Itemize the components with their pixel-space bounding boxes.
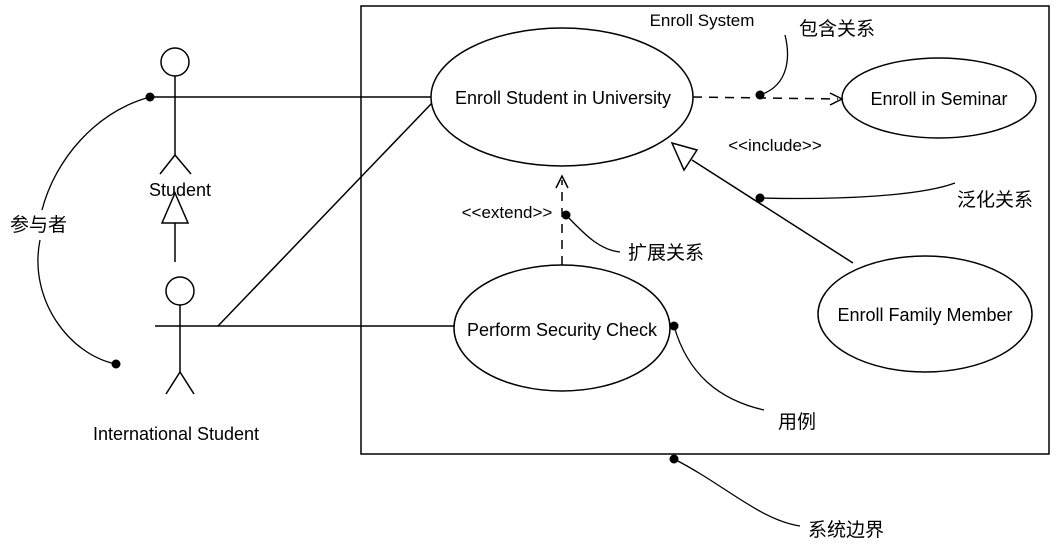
actor-international-left-leg (165, 371, 181, 395)
label-extend-relation: 扩展关系 (628, 242, 704, 264)
usecase-enroll-family-label: Enroll Family Member (837, 305, 1012, 325)
label-system-boundary: 系统边界 (808, 519, 884, 541)
actor-student-left-leg (159, 154, 176, 175)
actor-generalization-arrowhead (160, 191, 190, 224)
dot-system-boundary (669, 454, 679, 464)
usecase-security-check-label: Perform Security Check (467, 320, 658, 340)
callout-system-boundary (673, 458, 801, 527)
actor-student-right-leg (174, 154, 192, 175)
usecase-generalization-line (691, 159, 854, 264)
dot-generalization (755, 193, 765, 203)
system-boundary (360, 5, 1050, 455)
actor-international-right-leg (179, 371, 195, 395)
dot-extend (561, 210, 571, 220)
actor-international-label: International Student (93, 424, 259, 444)
dot-include (755, 90, 765, 100)
actor-international-head (165, 276, 195, 306)
actor-international-student (155, 276, 218, 395)
callout-usecase (673, 325, 765, 411)
dot-usecase (669, 321, 679, 331)
assoc-international-enroll (217, 102, 433, 327)
include-stereotype: <<include>> (728, 136, 822, 155)
extend-stereotype: <<extend>> (462, 203, 553, 222)
label-use-case: 用例 (778, 411, 816, 433)
annotation-callouts (37, 34, 956, 527)
label-include-relation: 包含关系 (799, 18, 875, 40)
dot-actor-upper (145, 92, 155, 102)
callout-dots (111, 90, 765, 464)
usecase-enroll-seminar-label: Enroll in Seminar (870, 89, 1007, 109)
label-generalization-relation: 泛化关系 (957, 189, 1033, 211)
callout-include (759, 34, 789, 96)
usecase-generalization-arrowhead (670, 141, 699, 172)
label-actor: 参与者 (10, 214, 67, 236)
actor-student-head (160, 47, 190, 77)
callout-generalization (759, 182, 956, 200)
actor-student (159, 47, 192, 175)
system-title: Enroll System (650, 11, 755, 30)
callout-actor-upper (41, 96, 151, 211)
include-arrowhead (829, 92, 844, 106)
include-dependency-line (692, 96, 839, 100)
usecase-enroll-university-label: Enroll Student in University (455, 88, 671, 108)
actor-student-label: Student (149, 180, 211, 200)
dot-actor-lower (111, 359, 121, 369)
extend-arrowhead (555, 174, 569, 189)
callout-extend (565, 214, 621, 253)
usecase-enroll-seminar (841, 57, 1037, 139)
usecase-enroll-family (817, 255, 1033, 373)
callout-actor-lower (37, 239, 117, 365)
